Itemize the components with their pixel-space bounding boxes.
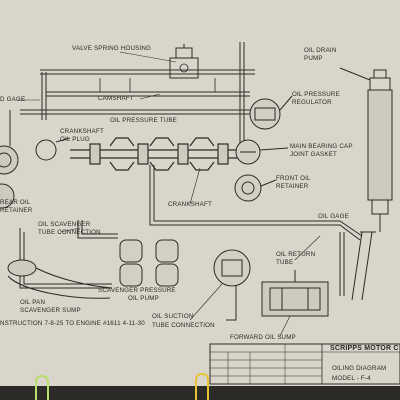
front-oil-retainer-detail: [234, 174, 277, 202]
label-valve-spring-housing: VALVE SPRING HOUSING: [72, 45, 151, 52]
label-oil-drain-pump-1: OIL DRAIN: [304, 47, 337, 54]
left-crank-detail: [35, 137, 71, 161]
label-oil-return-tube-1: OIL RETURN: [276, 251, 315, 258]
label-crankshaft: CRANKSHAFT: [168, 201, 212, 208]
label-construction-note: NSTRUCTION 7-8-25 TO ENGINE #1611 4-11-3…: [0, 320, 145, 327]
label-gage-left: D GAGE: [0, 96, 25, 103]
label-scavenger-pressure-pump-2: OIL PUMP: [128, 295, 159, 302]
label-oil-pressure-tube: OIL PRESSURE TUBE: [110, 117, 177, 124]
paper-shadow-edge: [0, 386, 400, 400]
label-oil-pressure-regulator-2: REGULATOR: [292, 99, 332, 106]
title-block-drawing-title: OILING DIAGRAM: [332, 365, 386, 372]
title-block-company: SCRIPPS MOTOR C: [330, 345, 399, 352]
label-rear-oil-retainer-1: REAR OIL: [0, 199, 31, 206]
label-front-oil-retainer-1: FRONT OIL: [276, 175, 311, 182]
green-paper-clip: [35, 374, 49, 400]
label-rear-oil-retainer-2: RETAINER: [0, 207, 33, 214]
pressure-regulator-detail: [249, 95, 293, 130]
label-oil-return-tube-2: TUBE: [276, 259, 293, 266]
suction-connection-detail: [213, 249, 251, 287]
label-forward-oil-sump: FORWARD OIL SUMP: [230, 334, 296, 341]
label-oil-scavenger-tube-1: OIL SCAVENGER: [38, 221, 91, 228]
label-crankshaft-oil-plug-2: OIL PLUG: [60, 136, 90, 143]
label-crankshaft-oil-plug-1: CRANKSHAFT: [60, 128, 104, 135]
bearing-cap-gasket-detail: [235, 139, 289, 165]
oil-gage-right: [351, 231, 376, 301]
engine-block-outline: [20, 42, 262, 150]
label-scavenger-pressure-pump-1: SCAVENGER PRESSURE: [98, 287, 176, 294]
label-oil-pan-sump-2: SCAVENGER SUMP: [20, 307, 81, 314]
label-front-oil-retainer-2: RETAINER: [276, 183, 309, 190]
yellow-paper-clip: [195, 372, 209, 400]
title-block-model: MODEL - F-4: [332, 375, 371, 382]
label-camshaft: CAMSHAFT: [98, 95, 134, 102]
oil-drain-pump: [339, 67, 393, 232]
label-oil-scavenger-tube-2: TUBE CONNECTION: [38, 229, 101, 236]
label-oil-pressure-regulator-1: OIL PRESSURE: [292, 91, 340, 98]
label-oil-suction-1: OIL SUCTION: [152, 313, 194, 320]
callout-labels: VALVE SPRING HOUSING OIL DRAIN PUMP D GA…: [0, 45, 353, 341]
valve-housing-detail: [99, 63, 216, 92]
pressure-pump: [155, 239, 179, 287]
rear-oil-retainer-detail: [0, 183, 15, 209]
title-block: SCRIPPS MOTOR C OILING DIAGRAM MODEL - F…: [209, 343, 400, 385]
label-oil-suction-2: TUBE CONNECTION: [152, 322, 215, 329]
label-oil-drain-pump-2: PUMP: [304, 55, 323, 62]
oil-tubing: [19, 165, 363, 321]
label-oil-gage: OIL GAGE: [318, 213, 349, 220]
paper-sheet: [0, 0, 400, 388]
title-block-frame: [209, 343, 400, 385]
label-oil-pan-sump-1: OIL PAN: [20, 299, 45, 306]
label-main-bearing-cap-2: JOINT GASKET: [290, 151, 337, 158]
leader-lines: [18, 51, 321, 337]
left-gage: [0, 110, 19, 175]
crankshaft: [70, 137, 255, 171]
label-main-bearing-cap-1: MAIN BEARING CAP: [290, 143, 353, 150]
oil-pan-scavenger-sump: [7, 259, 113, 299]
scavenger-pump: [119, 239, 143, 287]
forward-oil-sump: [261, 270, 329, 317]
